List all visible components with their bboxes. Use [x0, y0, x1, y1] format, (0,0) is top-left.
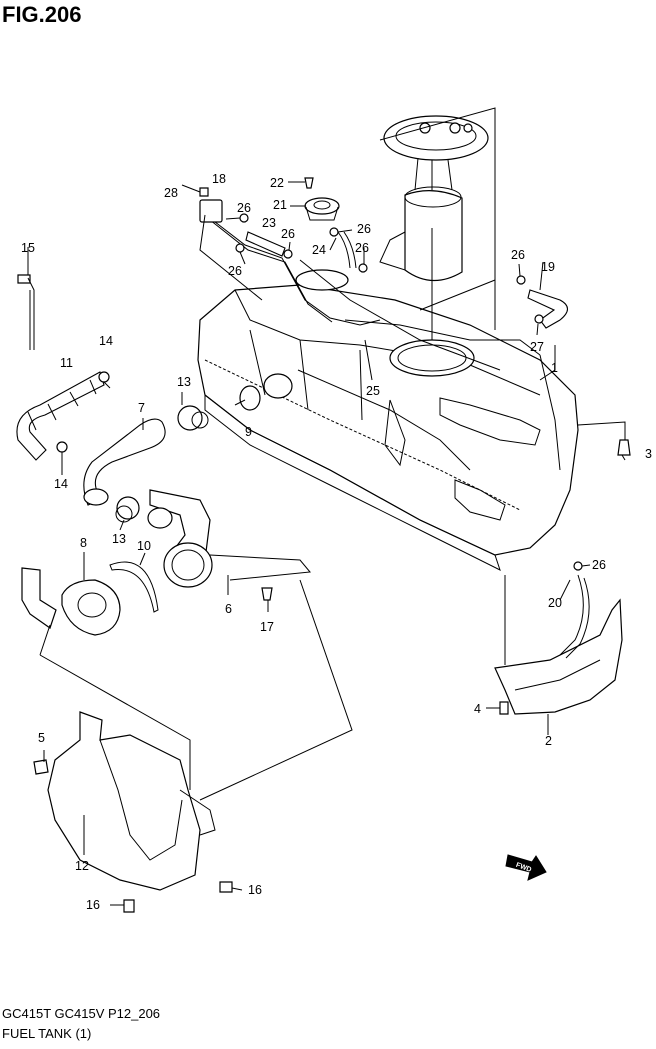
callout-25: 25 — [366, 384, 380, 398]
callout-27: 27 — [530, 340, 544, 354]
callout-13-lower: 13 — [112, 532, 126, 546]
callout-26-c: 26 — [281, 227, 295, 241]
filler-hose-11[interactable] — [16, 371, 105, 461]
callout-20: 20 — [548, 596, 562, 610]
callout-12: 12 — [75, 859, 89, 873]
clamp-13-upper[interactable] — [177, 405, 209, 431]
callout-1: 1 — [551, 361, 558, 375]
fuel-pump-assembly[interactable] — [379, 115, 489, 282]
hose-20[interactable] — [559, 574, 590, 659]
bolt-3[interactable] — [617, 439, 631, 456]
callout-19: 19 — [541, 260, 555, 274]
callout-21: 21 — [273, 198, 287, 212]
callout-22: 22 — [270, 176, 284, 190]
bolt-4[interactable] — [499, 701, 509, 715]
callout-18: 18 — [212, 172, 226, 186]
fuel-tank[interactable] — [197, 269, 579, 571]
fwd-arrow-icon: FWD — [505, 854, 547, 881]
callout-26-a: 26 — [237, 201, 251, 215]
callout-17: 17 — [260, 620, 274, 634]
valve-18[interactable] — [199, 199, 223, 223]
callout-14-lower: 14 — [54, 477, 68, 491]
callout-labels: 1 2 3 4 5 6 7 8 9 10 11 12 13 13 14 14 1… — [21, 172, 652, 912]
callout-4: 4 — [474, 702, 481, 716]
grommet-9[interactable] — [239, 373, 293, 411]
callout-26-g: 26 — [592, 558, 606, 572]
clip-16-right[interactable] — [219, 881, 233, 893]
clamp-14-upper[interactable] — [98, 371, 110, 383]
callout-8: 8 — [80, 536, 87, 550]
clamp-14-lower[interactable] — [56, 441, 68, 453]
protector-2[interactable] — [494, 598, 623, 715]
callout-28: 28 — [164, 186, 178, 200]
callout-2: 2 — [545, 734, 552, 748]
figure-title: FIG.206 — [2, 2, 82, 27]
callout-7: 7 — [138, 401, 145, 415]
bolt-22[interactable] — [304, 177, 314, 189]
callout-24: 24 — [312, 243, 326, 257]
callout-16-right: 16 — [248, 883, 262, 897]
fastener-5[interactable] — [33, 759, 49, 775]
callout-9: 9 — [245, 425, 252, 439]
callout-26-f: 26 — [511, 248, 525, 262]
clamp-26-group[interactable] — [235, 213, 583, 571]
bolt-17[interactable] — [261, 587, 273, 601]
callout-23: 23 — [262, 216, 276, 230]
filler-hose-7[interactable] — [83, 418, 166, 506]
footer-caption: FUEL TANK (1) — [2, 1026, 92, 1041]
clip-15[interactable] — [17, 274, 35, 350]
callout-5: 5 — [38, 731, 45, 745]
clamp-13-lower[interactable] — [115, 496, 140, 523]
callout-26-e: 26 — [355, 241, 369, 255]
hose-19[interactable] — [527, 289, 569, 329]
leader-lines — [27, 107, 626, 906]
filler-neck-6[interactable] — [147, 489, 311, 588]
callout-14-upper: 14 — [99, 334, 113, 348]
callout-26-b: 26 — [228, 264, 242, 278]
callout-11: 11 — [60, 356, 73, 370]
callout-6: 6 — [225, 602, 232, 616]
callout-3: 3 — [645, 447, 652, 461]
clamp-27[interactable] — [534, 314, 544, 324]
protector-12[interactable] — [47, 711, 216, 891]
ring-10[interactable] — [109, 561, 159, 613]
breather-lines[interactable] — [205, 214, 561, 471]
footer-model-code: GC415T GC415V P12_206 — [2, 1006, 161, 1021]
callout-15: 15 — [21, 241, 35, 255]
bolt-28[interactable] — [199, 187, 209, 197]
callout-16-left: 16 — [86, 898, 100, 912]
callout-10: 10 — [137, 539, 151, 553]
callout-13-upper: 13 — [177, 375, 191, 389]
fuel-gauge-sender[interactable] — [304, 197, 340, 221]
filler-cap-housing-8[interactable] — [61, 579, 121, 636]
bracket[interactable] — [21, 567, 57, 629]
clip-16-left[interactable] — [123, 899, 135, 913]
callout-26-d: 26 — [357, 222, 371, 236]
